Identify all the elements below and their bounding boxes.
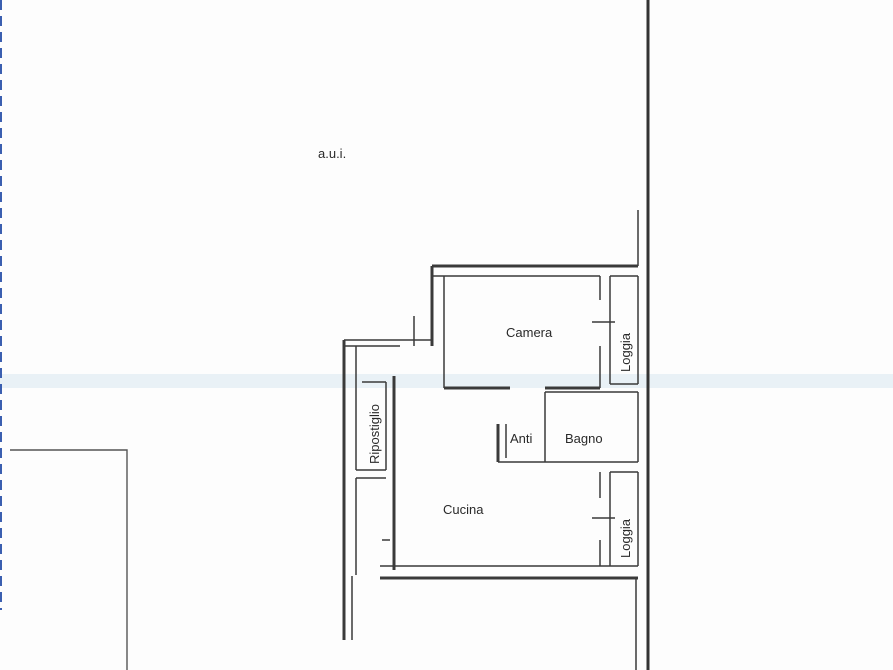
adjacent-block-outline: [10, 449, 128, 670]
label-loggia-top: Loggia: [618, 332, 633, 372]
label-aui: a.u.i.: [318, 146, 346, 161]
apartment-walls: [342, 210, 639, 670]
scan-band: [0, 374, 893, 388]
label-ripostiglio: Ripostiglio: [367, 404, 382, 464]
label-loggia-bottom: Loggia: [618, 518, 633, 558]
label-anti: Anti: [510, 431, 533, 446]
label-camera: Camera: [506, 325, 553, 340]
label-cucina: Cucina: [443, 502, 484, 517]
label-bagno: Bagno: [565, 431, 603, 446]
